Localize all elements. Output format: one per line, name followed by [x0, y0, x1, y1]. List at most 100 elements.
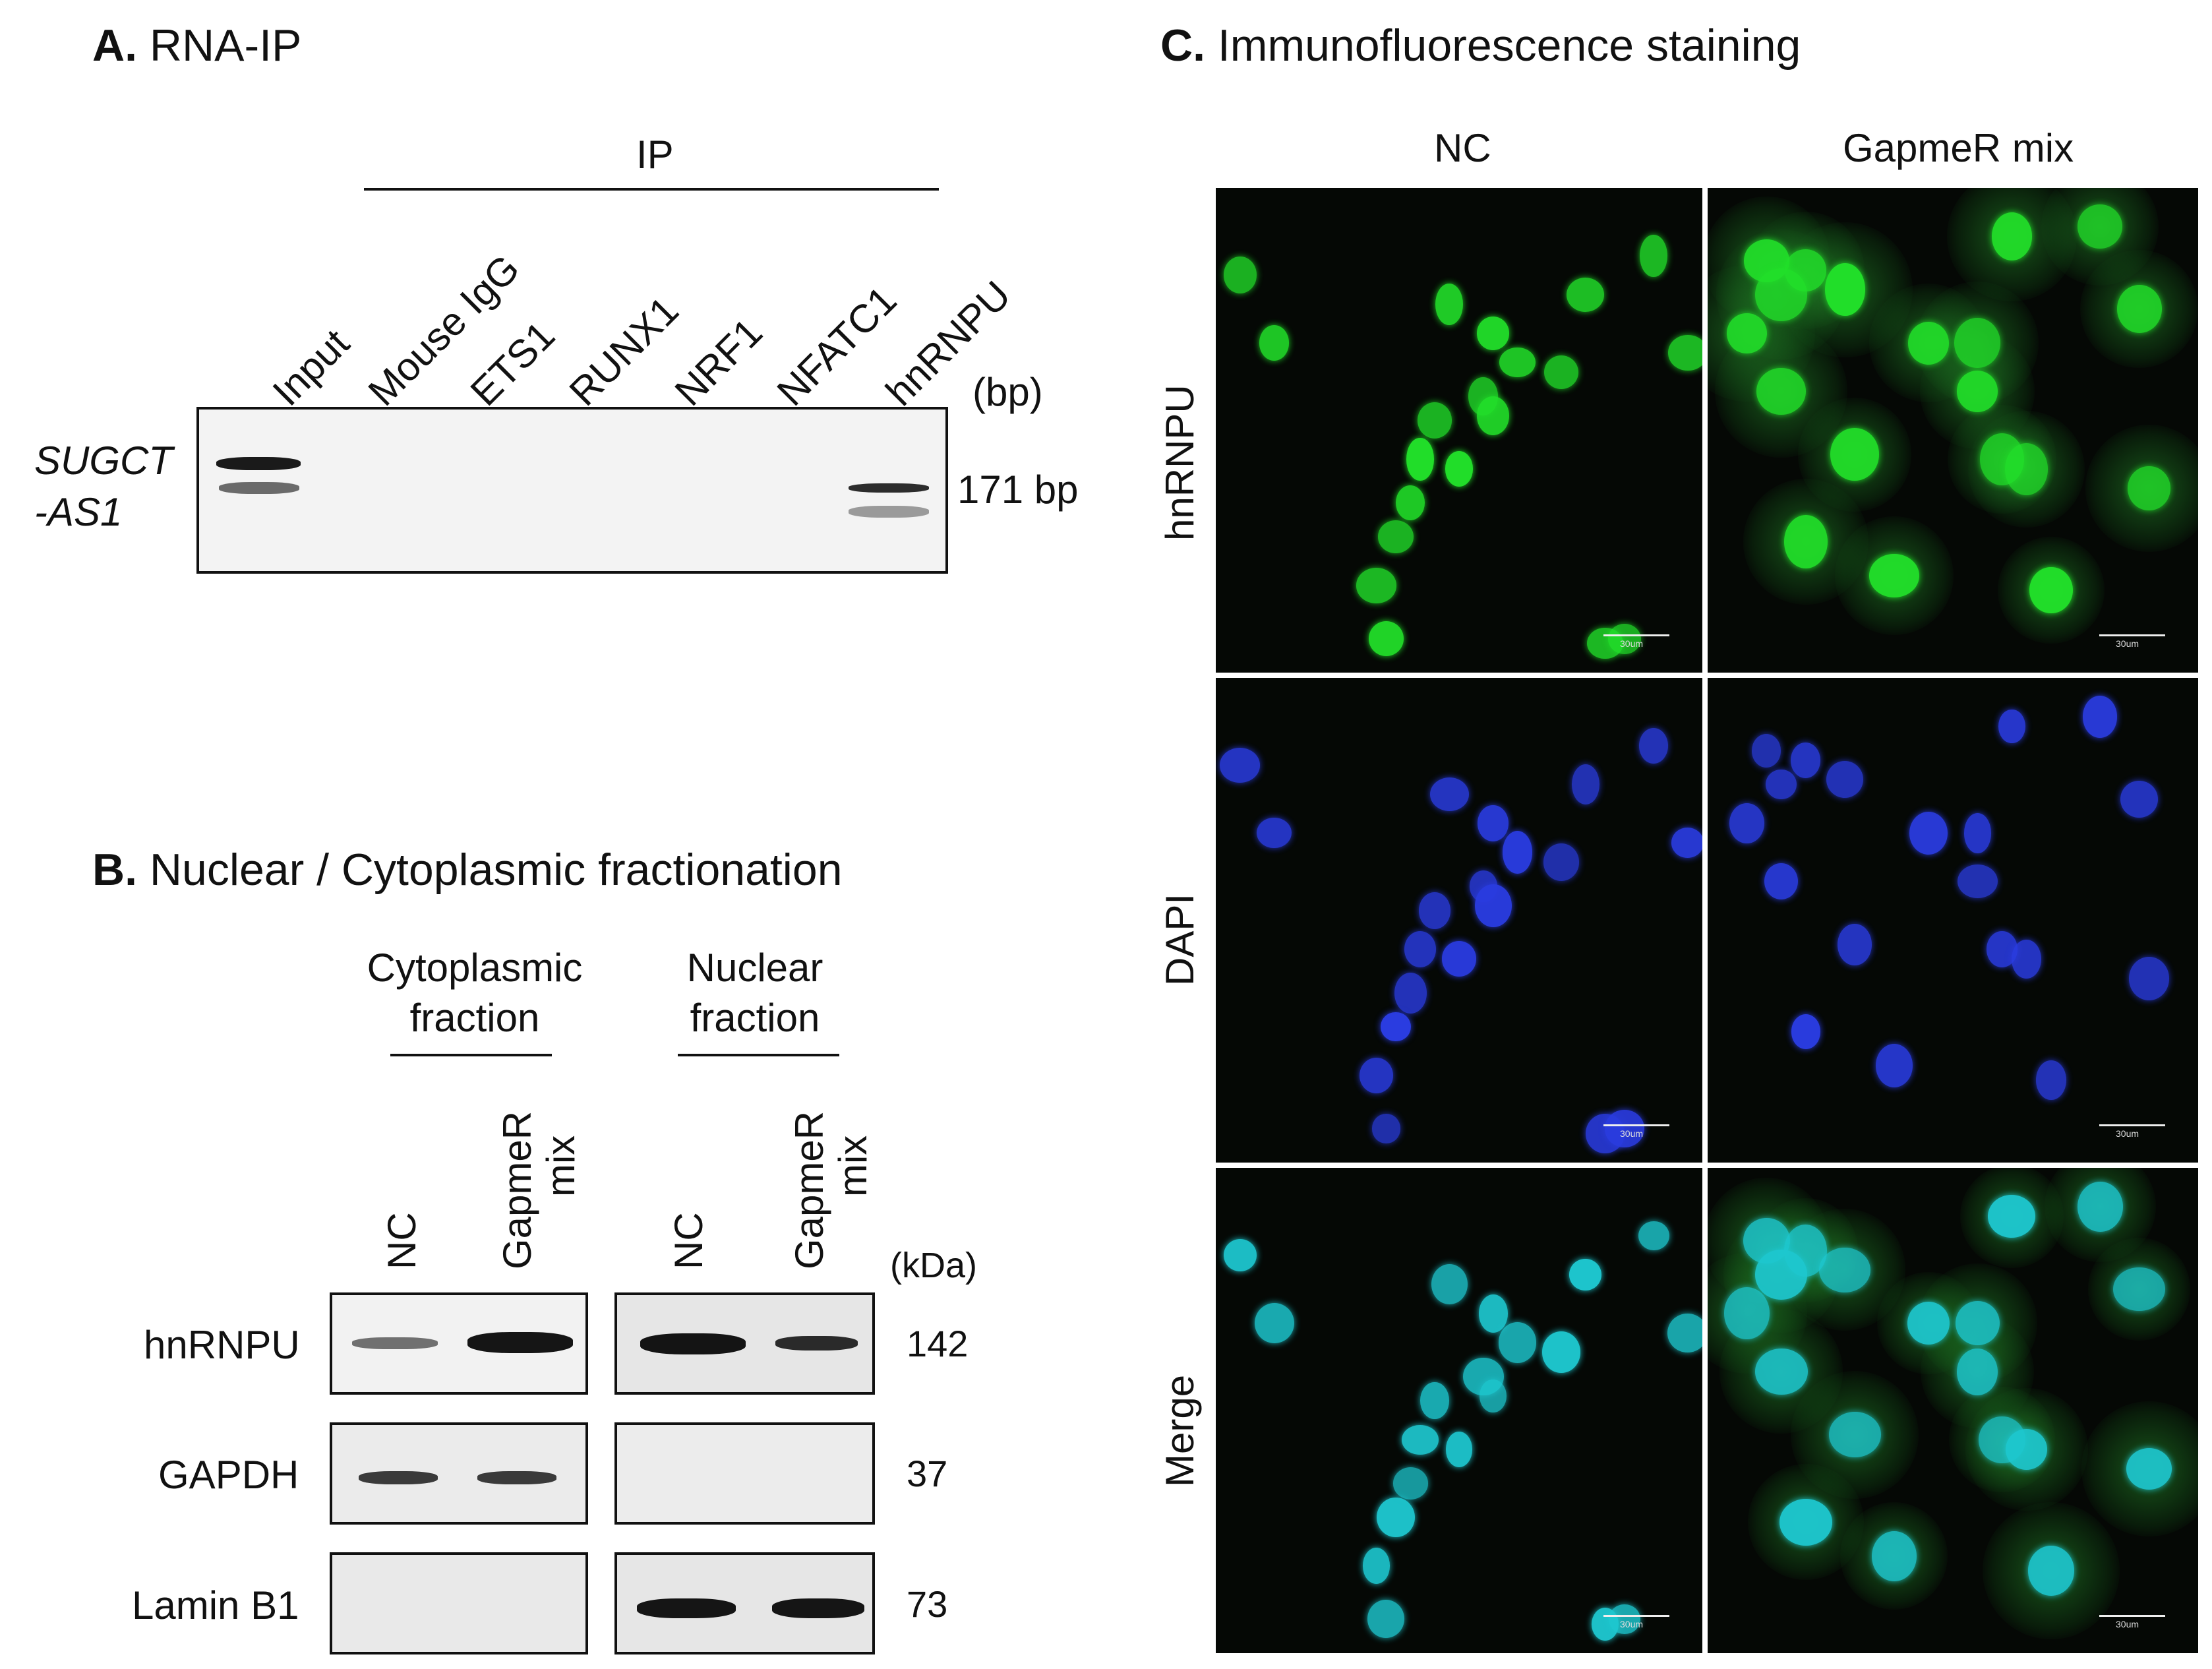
nucleus — [2077, 1181, 2123, 1232]
nucleus — [1474, 884, 1512, 928]
lane-label-nfatc1: NFATC1 — [768, 278, 905, 415]
nucleus — [1988, 1195, 2036, 1238]
panel-b-title: B. Nuclear / Cytoplasmic fractionation — [92, 844, 843, 895]
nucleus — [1955, 1300, 2000, 1346]
nucleus — [1381, 1012, 1411, 1042]
lane-label-input: Input — [264, 320, 358, 415]
blot-lane-gapmer-nuc-line2: mix — [831, 1135, 875, 1197]
nucleus — [1502, 831, 1533, 874]
nucleus — [1406, 438, 1434, 481]
nucleus — [1477, 317, 1510, 350]
ip-rule — [364, 188, 939, 191]
nucleus — [1875, 1044, 1913, 1087]
blot-hnrnpu-nuc — [614, 1292, 875, 1395]
group-nuclear-line2: fraction — [690, 996, 820, 1040]
blot-laminb1-nuc — [614, 1552, 875, 1654]
scale-bar — [2099, 1615, 2165, 1617]
panel-b-letter: B. — [92, 845, 137, 895]
gel-band-hnrnpu-upper — [849, 483, 929, 493]
blot-band — [772, 1598, 864, 1618]
nucleus — [1543, 843, 1580, 881]
blot-band — [352, 1337, 438, 1349]
micrograph-merge-gapmer: 30um — [1708, 1168, 2198, 1653]
nucleus — [1429, 777, 1469, 812]
nucleus — [2035, 1060, 2066, 1101]
blot-protein-gapdh: GAPDH — [158, 1453, 299, 1497]
nucleus — [2113, 1267, 2166, 1312]
nucleus — [1783, 514, 1828, 569]
micrograph-dapi-gapmer: 30um — [1708, 678, 2198, 1163]
nucleus — [1727, 313, 1767, 354]
blot-protein-hnrnpu: hnRNPU — [144, 1323, 300, 1367]
nucleus — [1819, 1247, 1871, 1292]
nucleus — [1368, 621, 1404, 656]
scale-bar-label: 30um — [2116, 638, 2139, 649]
nucleus — [1362, 1548, 1390, 1584]
nucleus — [2129, 956, 2169, 1000]
nucleus — [1396, 485, 1425, 521]
if-column-nc: NC — [1434, 126, 1491, 170]
nucleus — [1755, 1250, 1807, 1300]
nucleus — [1445, 1432, 1473, 1467]
nucleus — [2120, 780, 2158, 818]
nucleus — [2005, 442, 2048, 495]
nucleus — [1567, 277, 1605, 312]
nucleus — [1671, 828, 1702, 858]
nucleus — [1754, 1348, 1808, 1395]
band-size-label: 171 bp — [957, 468, 1079, 512]
micrograph-hnrnpu-gapmer: 30um — [1708, 188, 2198, 673]
nucleus — [1356, 567, 1397, 603]
blot-band — [359, 1471, 438, 1484]
nucleus — [1729, 803, 1765, 844]
nucleus — [1907, 1301, 1950, 1345]
nucleus — [1909, 811, 1948, 855]
panel-c-letter: C. — [1160, 20, 1205, 71]
nucleus — [1569, 1258, 1602, 1291]
blot-lane-gapmer-cyto-line1: GapmeR — [495, 1110, 539, 1269]
nucleus — [2116, 285, 2162, 334]
nucleus — [2005, 1428, 2048, 1471]
nucleus — [1498, 1322, 1537, 1363]
scale-bar — [1603, 1124, 1669, 1126]
blot-band — [640, 1333, 746, 1354]
lane-label-runx1: RUNX1 — [560, 288, 687, 415]
nucleus — [1907, 321, 1949, 365]
nucleus — [1417, 402, 1452, 439]
panel-b-title-text: Nuclear / Cytoplasmic fractionation — [149, 845, 843, 895]
rna-ip-gel — [196, 407, 948, 574]
nucleus — [1377, 1497, 1415, 1538]
group-cytoplasmic: Cytoplasmic fraction — [356, 943, 593, 1043]
nucleus — [1668, 334, 1702, 371]
scale-bar-label: 30um — [1620, 638, 1644, 649]
nucleus — [1957, 1348, 1998, 1395]
blot-laminb1-cyto — [330, 1552, 588, 1654]
nucleus — [1826, 761, 1864, 799]
nucleus — [1871, 1531, 1917, 1581]
blot-gapdh-cyto — [330, 1422, 588, 1525]
nucleus — [2128, 466, 2170, 511]
blot-lane-gapmer-cyto: GapmeR mix — [495, 1110, 583, 1269]
nucleus — [1868, 554, 1919, 597]
scale-bar-label: 30um — [2116, 1128, 2139, 1139]
nucleus — [1963, 812, 1991, 853]
gel-band-hnrnpu-lower — [849, 506, 929, 518]
nucleus — [2077, 204, 2123, 249]
panel-c-title-text: Immunofluorescence staining — [1217, 20, 1801, 71]
nucleus — [1755, 268, 1807, 321]
blot-band — [477, 1471, 556, 1484]
nucleus — [1435, 283, 1464, 326]
nucleus — [1639, 727, 1669, 764]
group-cytoplasmic-line2: fraction — [409, 996, 540, 1040]
target-name: SUGCT -AS1 — [34, 435, 173, 538]
nucleus — [1543, 355, 1578, 389]
nucleus — [2029, 566, 2073, 614]
nucleus — [1445, 451, 1474, 487]
if-row-merge: Merge — [1158, 1374, 1202, 1487]
nucleus — [1404, 931, 1437, 967]
nucleus — [1752, 733, 1781, 768]
nucleus — [1791, 743, 1821, 778]
blot-gapdh-nuc — [614, 1422, 875, 1525]
blot-kda-37: 37 — [907, 1453, 948, 1494]
nucleus — [1998, 709, 2025, 744]
nucleus — [1830, 428, 1879, 481]
